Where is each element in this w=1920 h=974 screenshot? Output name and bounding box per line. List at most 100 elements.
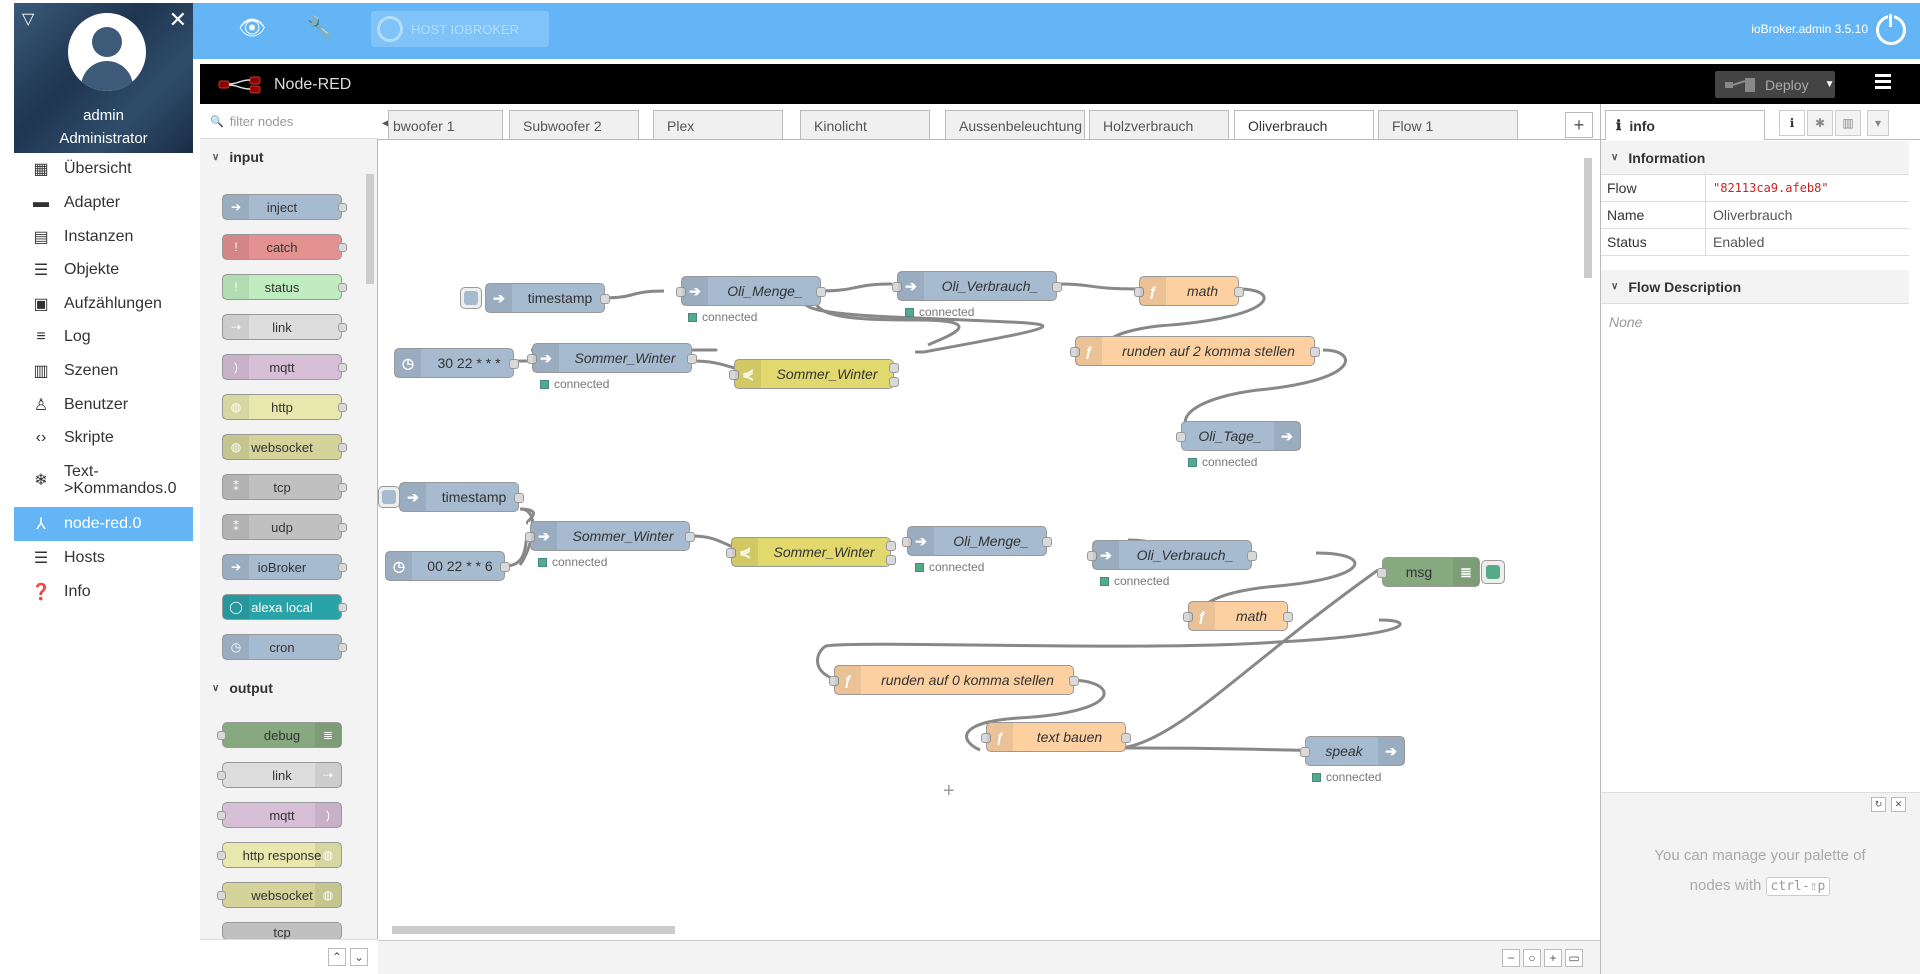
palette-category-input[interactable]: ∨input	[212, 149, 264, 165]
close-icon[interactable]: ✕	[168, 7, 187, 32]
flow-node-oli-menge-1[interactable]: ➔ Oli_Menge_	[676, 276, 826, 306]
palette-node-mqtt[interactable]: )mqtt	[222, 354, 347, 380]
flow-node-speak[interactable]: speak ➔	[1300, 736, 1405, 766]
nav-item-objekte[interactable]: ☰Objekte	[14, 254, 193, 286]
nav-item-benutzer[interactable]: ♙Benutzer	[14, 389, 193, 421]
flow-node-cron-2[interactable]: ◷ 00 22 * * 6	[385, 551, 510, 581]
tab-flow-1[interactable]: Flow 1	[1378, 110, 1518, 139]
palette-node-udp[interactable]: ⁑udp	[222, 514, 347, 540]
zoom-in-icon[interactable]: +	[1544, 949, 1562, 967]
flow-node-sommer-winter-2[interactable]: ➔ Sommer_Winter	[525, 521, 695, 551]
nav-item-info[interactable]: ❓Info	[31, 583, 91, 601]
collapse-all-icon[interactable]: ⌃	[328, 948, 346, 966]
nav-item-skripte[interactable]: ‹›Skripte	[14, 422, 193, 454]
chevron-down-icon[interactable]: ▾	[1867, 110, 1889, 136]
instances-icon: ▤	[33, 229, 49, 246]
flow-node-oli-verbrauch-2[interactable]: ➔ Oli_Verbrauch_	[1087, 540, 1257, 570]
palette-node-iobroker[interactable]: ➔ioBroker	[222, 554, 347, 580]
menu-icon[interactable]	[1875, 74, 1897, 92]
avatar	[68, 13, 146, 91]
nav-item-aufzaehlungen[interactable]: ▣Aufzählungen	[14, 288, 193, 320]
palette-node-tcp[interactable]: ⁑tcp	[222, 474, 347, 500]
navigator-icon[interactable]: ▭	[1565, 949, 1583, 967]
flow-node-math-2[interactable]: ƒ math	[1183, 601, 1293, 631]
flow-node-oli-menge-2[interactable]: ➔ Oli_Menge_	[902, 526, 1052, 556]
palette-node-mqtt-out[interactable]: mqtt)	[217, 802, 342, 828]
palette-node-inject[interactable]: ➔inject	[222, 194, 347, 220]
flow-workspace[interactable]: ➔ timestamp ◷ 30 22 * * * ➔ Oli_Menge_ c…	[378, 140, 1600, 940]
zoom-out-icon[interactable]: −	[1502, 949, 1520, 967]
flow-node-switch-sommer-winter-1[interactable]: ⋞ Sommer_Winter	[729, 359, 899, 389]
flow-node-math-1[interactable]: ƒ math	[1134, 276, 1244, 306]
workspace-horizontal-scrollbar[interactable]	[378, 922, 1578, 936]
info-tab-icon[interactable]: ℹ	[1779, 110, 1805, 136]
palette-scrollbar[interactable]	[366, 144, 374, 934]
scroll-left-icon[interactable]: ◀	[382, 118, 390, 129]
refresh-icon[interactable]: ↻	[1871, 797, 1886, 812]
deploy-button[interactable]: Deploy ▼	[1715, 71, 1835, 98]
nav-item-hosts[interactable]: ☰Hosts	[14, 542, 193, 574]
power-icon[interactable]	[1876, 14, 1906, 45]
section-information[interactable]: ∨Information	[1601, 141, 1909, 175]
nav-item-szenen[interactable]: ▥Szenen	[14, 355, 193, 387]
palette-category-output[interactable]: ∨output	[212, 680, 273, 696]
flow-node-timestamp-1[interactable]: ➔ timestamp	[485, 283, 610, 313]
palette-node-alexa-local[interactable]: ◯alexa local	[222, 594, 347, 620]
tab-holzverbrauch[interactable]: Holzverbrauch	[1089, 110, 1229, 139]
add-tab-button[interactable]: +	[1565, 112, 1593, 138]
flow-node-sommer-winter-1[interactable]: ➔ Sommer_Winter	[527, 343, 697, 373]
sidebar-scrollbar[interactable]	[1909, 140, 1920, 790]
sidebar-tip: ↻ ✕ You can manage your palette of nodes…	[1601, 792, 1920, 974]
palette-node-debug[interactable]: debug≣	[217, 722, 342, 748]
host-button[interactable]: HOST IOBROKER	[371, 11, 549, 47]
tab-aussenbeleuchtung[interactable]: Aussenbeleuchtung	[945, 110, 1085, 139]
eye-icon[interactable]: 👁	[238, 15, 266, 40]
palette-node-link[interactable]: ⇢link	[222, 314, 347, 340]
palette-node-websocket[interactable]: ◍websocket	[222, 434, 347, 460]
expand-all-icon[interactable]: ⌄	[350, 948, 368, 966]
palette-node-http-response[interactable]: http response◍	[217, 842, 342, 868]
palette-node-cron[interactable]: ◷cron	[222, 634, 347, 660]
tab-subwoofer-1[interactable]: bwoofer 1	[388, 110, 503, 139]
palette-node-tcp-out[interactable]: tcp	[222, 922, 342, 940]
tab-oliverbrauch[interactable]: Oliverbrauch	[1234, 110, 1374, 139]
nav-item-instanzen[interactable]: ▤Instanzen	[14, 221, 193, 253]
workspace-vertical-scrollbar[interactable]	[1581, 140, 1595, 922]
top-bar: 👁 🔧 HOST IOBROKER ioBroker.admin 3.5.10	[193, 3, 1920, 59]
flow-node-runden-0[interactable]: ƒ runden auf 0 komma stellen	[829, 665, 1079, 695]
palette-node-catch[interactable]: !catch	[222, 234, 347, 260]
wrench-icon[interactable]: 🔧	[306, 15, 334, 40]
flow-node-oli-tage[interactable]: Oli_Tage_ ➔	[1176, 421, 1301, 451]
flow-node-oli-verbrauch-1[interactable]: ➔ Oli_Verbrauch_	[892, 271, 1062, 301]
inject-trigger-button[interactable]	[378, 486, 400, 508]
flow-node-runden-2[interactable]: ƒ runden auf 2 komma stellen	[1070, 336, 1320, 366]
tab-kinolicht[interactable]: Kinolicht	[800, 110, 930, 139]
palette-node-status[interactable]: !status	[222, 274, 347, 300]
flow-node-timestamp-2[interactable]: ➔ timestamp	[399, 482, 524, 512]
close-icon[interactable]: ✕	[1891, 797, 1906, 812]
palette-node-websocket-out[interactable]: websocket◍	[217, 882, 342, 908]
zoom-reset-icon[interactable]: ○	[1523, 949, 1541, 967]
filter-nodes-input[interactable]: 🔍 filter nodes	[200, 104, 378, 139]
nav-item-log[interactable]: ≡Log	[14, 321, 193, 353]
debug-toggle-button[interactable]	[1481, 560, 1505, 584]
flow-node-text-bauen[interactable]: ƒ text bauen	[981, 722, 1131, 752]
nav-item-node-red[interactable]: ⅄node-red.0	[14, 507, 193, 541]
collapse-triangle-icon[interactable]: ▽	[22, 11, 35, 28]
nav-item-uebersicht[interactable]: ▦Übersicht	[14, 153, 193, 185]
section-flow-description[interactable]: ∨Flow Description	[1601, 270, 1909, 304]
nav-item-text-kommandos[interactable]: ❄Text->Kommandos.0	[14, 460, 193, 500]
palette-node-link-out[interactable]: link⇢	[217, 762, 342, 788]
bug-icon[interactable]: ✱	[1807, 110, 1833, 136]
flow-node-switch-sommer-winter-2[interactable]: ⋞ Sommer_Winter	[726, 537, 896, 567]
palette-node-http[interactable]: ◍http	[222, 394, 347, 420]
dashboard-icon[interactable]: ▥	[1835, 110, 1861, 136]
tab-subwoofer-2[interactable]: Subwoofer 2	[509, 110, 639, 139]
flow-node-debug-msg[interactable]: msg ≣	[1377, 557, 1480, 587]
inject-trigger-button[interactable]	[460, 287, 482, 309]
tab-plex[interactable]: Plex	[653, 110, 783, 139]
help-icon: ❓	[31, 584, 51, 601]
flow-node-cron-1[interactable]: ◷ 30 22 * * *	[394, 348, 519, 378]
nav-item-adapter[interactable]: ▬Adapter	[14, 187, 193, 219]
